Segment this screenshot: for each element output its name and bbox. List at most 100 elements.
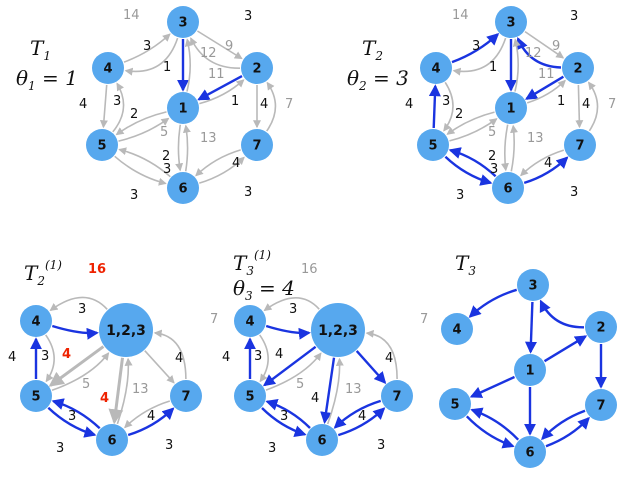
edge-7-to-6 <box>333 399 382 429</box>
edge-7-to-6 <box>520 149 565 177</box>
edge-6-to-123 <box>326 357 344 425</box>
edge-label-1-to-3: 12 <box>525 46 542 61</box>
node-4-label: 4 <box>103 62 112 77</box>
edge-label-3-to-2: 9 <box>225 39 233 54</box>
node-5-label: 5 <box>31 390 40 405</box>
edge-123-to-7 <box>355 350 387 384</box>
edge-7-to-6 <box>124 400 171 429</box>
node-7 <box>241 129 273 161</box>
node-7-label: 7 <box>392 390 401 405</box>
edge-6-to-5 <box>470 407 520 441</box>
node-3-label: 3 <box>506 16 515 31</box>
node-6-label: 6 <box>107 434 116 449</box>
node-3 <box>495 6 527 38</box>
node-7-label: 7 <box>596 399 605 414</box>
node-2-label: 2 <box>252 62 261 77</box>
node-4 <box>420 52 452 84</box>
node-4-label: 4 <box>245 315 254 330</box>
edge-label-6-to-123: 13 <box>132 382 149 397</box>
node-4-label: 4 <box>31 315 40 330</box>
edge-1-to-2 <box>543 335 588 363</box>
edge-1-to-2 <box>526 79 566 104</box>
edge-label-5-to-6: 3 <box>56 441 64 456</box>
node-4 <box>234 305 266 337</box>
theta-subscript: 2 <box>358 79 367 93</box>
panel-title: T2(1) <box>24 258 62 288</box>
edge-123-to-4 <box>49 296 108 312</box>
edge-label-5-to-6: 3 <box>456 188 464 203</box>
edge-label-123-to-4: 16 <box>301 262 318 277</box>
node-6 <box>514 436 546 468</box>
edge-2-to-3 <box>539 299 585 329</box>
edge-label-3-to-1: 1 <box>163 60 171 75</box>
node-3 <box>167 6 199 38</box>
edge-1-to-3 <box>512 38 521 92</box>
title-letter: T <box>30 36 45 60</box>
edge-6-to-5 <box>448 147 497 178</box>
edge-7-to-6 <box>195 149 241 177</box>
edge-5-to-1 <box>118 117 170 142</box>
edge-label-123-to-7: 4 <box>385 351 393 366</box>
edges <box>428 30 599 186</box>
node-7-label: 7 <box>575 139 584 154</box>
theta-symbol: θ <box>233 276 245 300</box>
edge-label-6-to-7: 3 <box>377 438 385 453</box>
edge-123-to-5 <box>48 345 105 387</box>
edge-label-5-to-4: 3 <box>41 349 49 364</box>
theta-label: θ1 = 1 <box>16 66 78 93</box>
edge-label-6-to-1: 13 <box>527 131 544 146</box>
node-4-label: 4 <box>431 62 440 77</box>
edge-label-5-to-123: 5 <box>82 377 90 392</box>
node-5 <box>20 380 52 412</box>
panel-title: T1 <box>30 36 51 63</box>
edge-123-to-4 <box>263 297 320 312</box>
edge-4-to-3 <box>123 33 171 63</box>
edge-label-3-to-1: 1 <box>489 60 497 75</box>
edge-5-to-6 <box>444 155 493 186</box>
edge-1-to-5 <box>446 111 495 135</box>
edges <box>465 288 607 449</box>
edge-5-to-6 <box>114 155 167 186</box>
edge-label-6-to-5: 3 <box>163 162 171 177</box>
edges <box>99 30 277 186</box>
edge-label-5-to-1: 5 <box>160 125 168 140</box>
edge-5-to-6 <box>47 406 97 438</box>
theta-value: = 4 <box>253 276 295 300</box>
edge-label-6-to-7: 3 <box>165 438 173 453</box>
edge-label-123-to-7: 4 <box>175 351 183 366</box>
node-1 <box>167 92 199 124</box>
title-letter: T <box>362 36 377 60</box>
title-superscript: (1) <box>45 258 62 272</box>
edge-label-1-to-6: 2 <box>488 149 496 164</box>
edge-label-5-to-1: 5 <box>488 125 496 140</box>
edge-label-3-to-4: 14 <box>123 8 140 23</box>
edge-7-to-6 <box>541 409 586 441</box>
edge-5-to-1 <box>449 118 498 142</box>
panel-title: T3 <box>455 251 476 278</box>
node-6-label: 6 <box>317 434 326 449</box>
edge-label-123-to-4: 16 <box>88 262 106 277</box>
edge-label-4-to-123: 3 <box>289 302 297 317</box>
node-2-label: 2 <box>573 62 582 77</box>
edge-7-to-2 <box>266 81 277 132</box>
node-4 <box>92 52 124 84</box>
edge-label-1-to-5: 2 <box>130 107 138 122</box>
edge-5-to-123 <box>265 352 322 391</box>
edge-label-5-to-6: 3 <box>130 188 138 203</box>
edge-label-4-to-5: 4 <box>405 97 413 112</box>
edge-123-to-6 <box>320 357 336 424</box>
node-4 <box>20 305 52 337</box>
theta-label: θ2 = 3 <box>347 66 409 93</box>
panel-title: T3(1) <box>233 248 271 278</box>
